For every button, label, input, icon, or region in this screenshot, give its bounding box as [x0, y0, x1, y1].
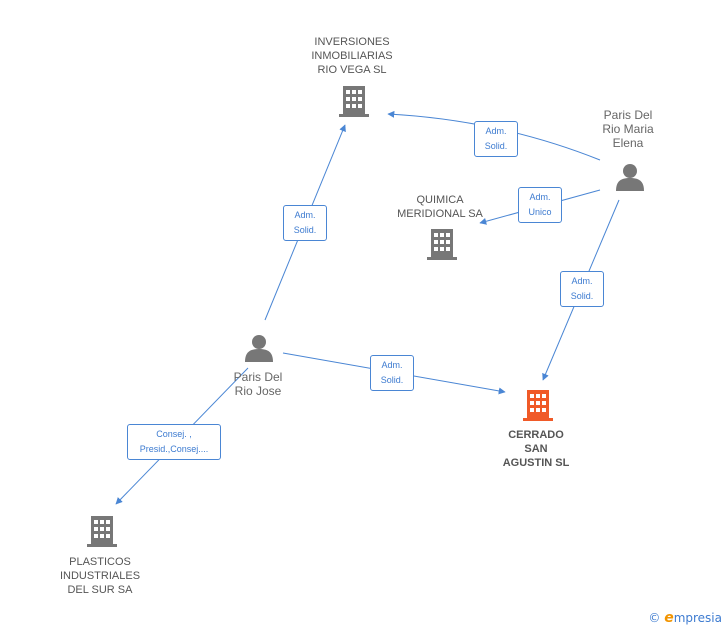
node-label-inversiones[interactable]: INVERSIONES INMOBILIARIAS RIO VEGA SL: [311, 36, 393, 76]
building-icon[interactable]: [339, 86, 369, 117]
person-icon[interactable]: [245, 335, 273, 362]
node-label-quimica[interactable]: QUIMICA MERIDIONAL SA: [397, 194, 483, 220]
brand-logo-initial: e: [664, 610, 674, 626]
copyright-icon: ©: [648, 611, 661, 625]
person-icon[interactable]: [616, 164, 644, 191]
edge-label-elena-quimica: Adm. Unico: [518, 187, 562, 223]
brand-logo-text: mpresia: [673, 611, 722, 625]
building-icon[interactable]: [427, 229, 457, 260]
building-icon-focus[interactable]: [523, 390, 553, 421]
node-label-cerrado[interactable]: CERRADO SAN AGUSTIN SL: [502, 429, 570, 469]
node-label-jose[interactable]: Paris Del Rio Jose: [233, 370, 283, 398]
brand-footer: © empresia: [648, 610, 722, 626]
building-icon[interactable]: [87, 516, 117, 547]
edge-label-elena-cerrado: Adm. Solid.: [560, 271, 604, 307]
edge-label-jose-plasticos: Consej. , Presid.,Consej....: [127, 424, 221, 460]
edge-label-jose-inversiones: Adm. Solid.: [283, 205, 327, 241]
edge-label-elena-inversiones: Adm. Solid.: [474, 121, 518, 157]
node-label-elena[interactable]: Paris Del Rio Maria Elena: [602, 108, 654, 150]
node-label-plasticos[interactable]: PLASTICOS INDUSTRIALES DEL SUR SA: [59, 556, 141, 596]
edge-label-jose-cerrado: Adm. Solid.: [370, 355, 414, 391]
